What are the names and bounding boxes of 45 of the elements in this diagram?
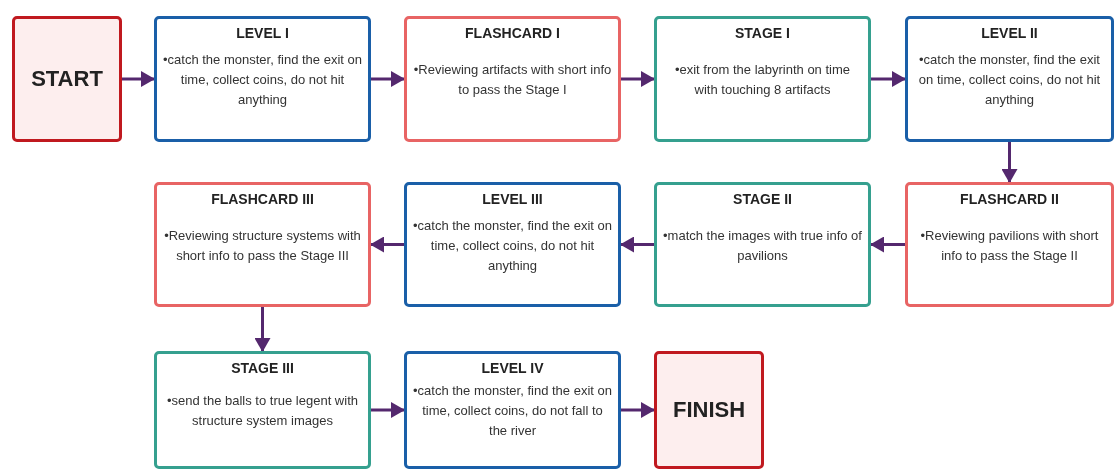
box-description: •send the balls to true legent with structure system images — [166, 392, 359, 430]
arrow — [621, 71, 655, 87]
box-title: FLASHCARD II — [960, 191, 1059, 207]
terminal-box — [654, 351, 764, 469]
box-title: LEVEL IV — [481, 360, 544, 376]
arrow — [371, 71, 405, 87]
box-title: STAGE I — [735, 25, 790, 41]
box-description: •Reviewing pavilions with short info to pass the Stage II — [919, 226, 1100, 265]
process-box — [654, 16, 871, 142]
box-title: STAGE II — [733, 191, 792, 207]
arrow — [1001, 142, 1018, 183]
terminal-label: FINISH — [672, 397, 746, 423]
process-box — [154, 16, 371, 142]
box-description: •exit from the labyrinth on time with touching 8 artifacts — [673, 61, 852, 99]
box-description: •Reviewing artifacts with short info to pass the Stage I — [413, 61, 612, 99]
box-title: STAGE III — [231, 360, 294, 376]
terminal-label: START — [31, 66, 103, 92]
arrow — [620, 236, 654, 253]
box-description: •match the images with true info of pavilions — [663, 226, 862, 265]
box-description: •catch the monster, find the exit on time, collect coins, do not hit anything — [163, 51, 362, 109]
process-box — [905, 16, 1114, 142]
arrow — [371, 402, 405, 418]
box-title: FLASHCARD I — [465, 25, 560, 41]
arrow — [621, 402, 655, 418]
box-description: •catch the monster, find the exit on time, collect coins, do not fall to the river — [413, 382, 612, 440]
process-box — [905, 182, 1114, 307]
process-box — [154, 351, 371, 469]
arrow — [870, 236, 905, 253]
arrow — [370, 236, 404, 253]
box-title: LEVEL III — [482, 191, 543, 207]
arrow — [122, 71, 155, 87]
box-title: FLASHCARD III — [211, 191, 314, 207]
box-description: •catch the monster, find the exit on time, collect coins, do not hit anything — [413, 216, 612, 275]
process-box — [654, 182, 871, 307]
arrow — [254, 307, 271, 352]
process-box — [404, 16, 621, 142]
box-title: LEVEL II — [981, 25, 1038, 41]
box-description: •Reviewing structure systems with short info to pass the Stage III — [163, 226, 362, 265]
box-description: •catch the monster, find the exit on time, collect coins, do not hit anything — [917, 51, 1102, 109]
box-title: LEVEL I — [236, 25, 289, 41]
process-box — [404, 182, 621, 307]
arrow — [871, 71, 906, 87]
process-box — [404, 351, 621, 469]
terminal-box — [12, 16, 122, 142]
process-box — [154, 182, 371, 307]
